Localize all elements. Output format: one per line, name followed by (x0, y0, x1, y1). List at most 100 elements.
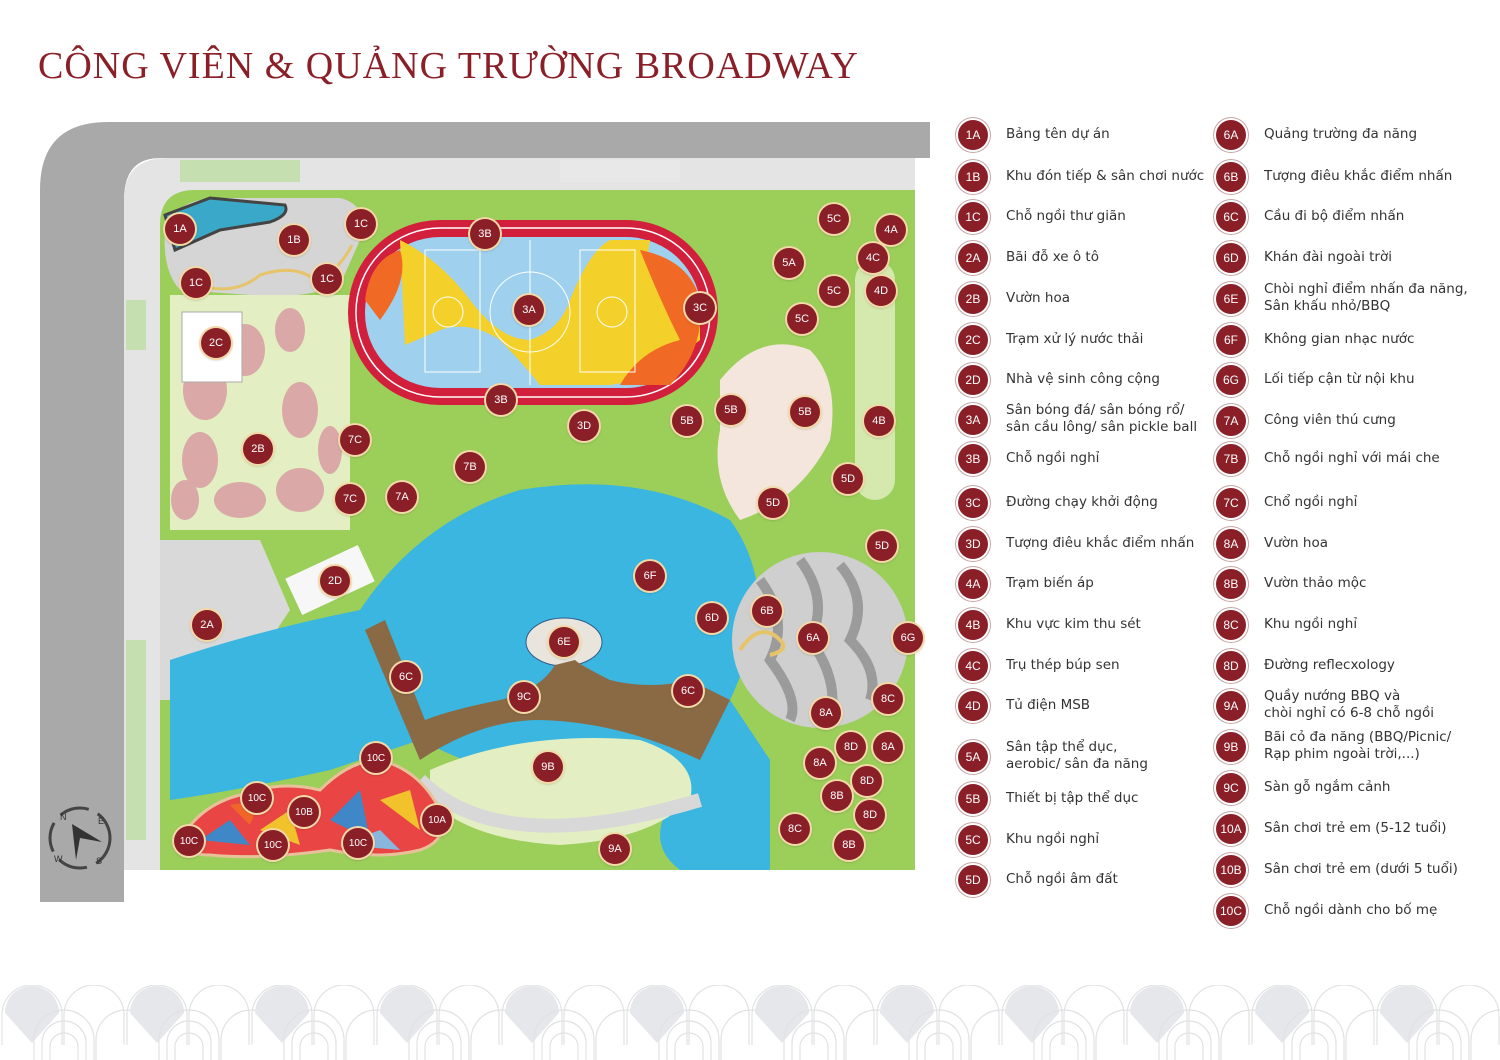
map-marker-1c: 1C (312, 264, 342, 294)
legend-badge: 6G (1216, 365, 1246, 395)
legend-label: Đường chạy khởi động (1006, 494, 1158, 510)
legend-item-1c: 1C Chỗ ngồi thư giãn (958, 202, 1126, 232)
map-marker-6b: 6B (752, 596, 782, 626)
map-marker-1c: 1C (181, 268, 211, 298)
map-marker-9a: 9A (600, 834, 630, 864)
legend-label: Tượng điêu khắc điểm nhấn (1006, 535, 1195, 551)
legend-badge: 1C (958, 202, 988, 232)
legend-label: Bãi cỏ đa năng (BBQ/Picnic/ Rạp phim ngo… (1264, 729, 1452, 762)
legend-badge: 7C (1216, 488, 1246, 518)
legend-label: Nhà vệ sinh công cộng (1006, 371, 1160, 387)
legend-label: Trạm biến áp (1006, 575, 1094, 591)
legend-item-6g: 6G Lối tiếp cận từ nội khu (1216, 365, 1415, 395)
legend-label: Tủ điện MSB (1006, 697, 1091, 713)
map-marker-8c: 8C (780, 814, 810, 844)
legend-label: Đường reflecxology (1264, 657, 1395, 673)
legend-label: Sân tập thể dục, aerobic/ sân đa năng (1006, 739, 1148, 772)
map-marker-10c: 10C (258, 830, 288, 860)
map-marker-7c: 7C (340, 425, 370, 455)
legend-label: Vườn thảo mộc (1264, 575, 1367, 591)
legend-badge: 10C (1216, 896, 1246, 926)
legend-badge: 6A (1216, 120, 1246, 150)
legend-label: Khán đài ngoài trời (1264, 249, 1392, 265)
legend-label: Khu đón tiếp & sân chơi nước (1006, 168, 1205, 184)
legend-item-9b: 9B Bãi cỏ đa năng (BBQ/Picnic/ Rạp phim n… (1216, 729, 1452, 763)
map-marker-8d: 8D (836, 732, 866, 762)
map-marker-6e: 6E (549, 627, 579, 657)
legend-item-8d: 8D Đường reflecxology (1216, 651, 1395, 681)
legend-label: Quầy nướng BBQ và chòi nghỉ có 6-8 chỗ n… (1264, 688, 1434, 721)
wooden-deck (365, 620, 730, 760)
legend-label: Vườn hoa (1264, 535, 1328, 551)
map-marker-2b: 2B (243, 434, 273, 464)
map-marker-3b: 3B (486, 385, 516, 415)
legend-label: Chỗ ngồi thư giãn (1006, 208, 1126, 224)
map-marker-5d: 5D (867, 531, 897, 561)
legend-badge: 3C (958, 488, 988, 518)
map-marker-2a: 2A (192, 610, 222, 640)
legend-badge: 8D (1216, 651, 1246, 681)
legend-badge: 9B (1216, 732, 1246, 762)
map-marker-6c: 6C (391, 662, 421, 692)
legend-badge: 6B (1216, 162, 1246, 192)
legend-item-3c: 3C Đường chạy khởi động (958, 488, 1158, 518)
legend-badge: 5A (958, 742, 988, 772)
legend-badge: 10B (1216, 855, 1246, 885)
legend-badge: 8A (1216, 529, 1246, 559)
legend-badge: 3D (958, 529, 988, 559)
map-marker-10b: 10B (289, 797, 319, 827)
map-marker-6g: 6G (893, 623, 923, 653)
map-marker-5b: 5B (672, 406, 702, 436)
legend-badge: 7B (1216, 444, 1246, 474)
legend-badge: 7A (1216, 406, 1246, 436)
map-marker-5b: 5B (716, 395, 746, 425)
legend-badge: 5B (958, 784, 988, 814)
svg-text:E: E (98, 816, 104, 826)
legend-badge: 6D (1216, 243, 1246, 273)
legend-label: Chỗ ngồi âm đất (1006, 871, 1118, 887)
svg-text:W: W (54, 854, 63, 864)
map-marker-2d: 2D (320, 566, 350, 596)
map-marker-4d: 4D (866, 276, 896, 306)
legend-label: Cầu đi bộ điểm nhấn (1264, 208, 1405, 224)
legend-label: Chòi nghỉ điểm nhấn đa năng, Sân khấu nh… (1264, 281, 1468, 314)
svg-text:S: S (96, 856, 102, 866)
legend-badge: 9A (1216, 691, 1246, 721)
legend-label: Lối tiếp cận từ nội khu (1264, 371, 1415, 387)
legend-label: Sàn gỗ ngắm cảnh (1264, 779, 1391, 795)
legend-label: Tượng điêu khắc điểm nhấn (1264, 168, 1453, 184)
legend-label: Vườn hoa (1006, 290, 1070, 306)
map-marker-4a: 4A (876, 215, 906, 245)
map-marker-5d: 5D (833, 464, 863, 494)
legend-item-8a: 8A Vườn hoa (1216, 529, 1328, 559)
legend-label: Sân bóng đá/ sân bóng rổ/ sân cầu lông/ … (1006, 402, 1198, 435)
legend-badge: 2B (958, 284, 988, 314)
map-marker-8c: 8C (873, 684, 903, 714)
map-marker-3c: 3C (685, 293, 715, 323)
map-marker-2c: 2C (201, 328, 231, 358)
map-marker-1c: 1C (346, 209, 376, 239)
legend-badge: 9C (1216, 773, 1246, 803)
map-marker-10c: 10C (361, 743, 391, 773)
legend-item-3d: 3D Tượng điêu khắc điểm nhấn (958, 529, 1194, 559)
map-marker-8d: 8D (852, 766, 882, 796)
legend-label: Trạm xử lý nước thải (1006, 331, 1144, 347)
map-marker-1b: 1B (279, 225, 309, 255)
legend-label: Chỗ ngồi nghỉ với mái che (1264, 450, 1440, 466)
map-marker-10a: 10A (422, 805, 452, 835)
legend-label: Khu ngồi nghỉ (1264, 616, 1358, 632)
legend-label: Sân chơi trẻ em (5-12 tuổi) (1264, 820, 1447, 836)
compass-icon: N E S W (48, 806, 112, 870)
map-marker-8b: 8B (834, 830, 864, 860)
legend-item-6b: 6B Tượng điêu khắc điểm nhấn (1216, 162, 1452, 192)
